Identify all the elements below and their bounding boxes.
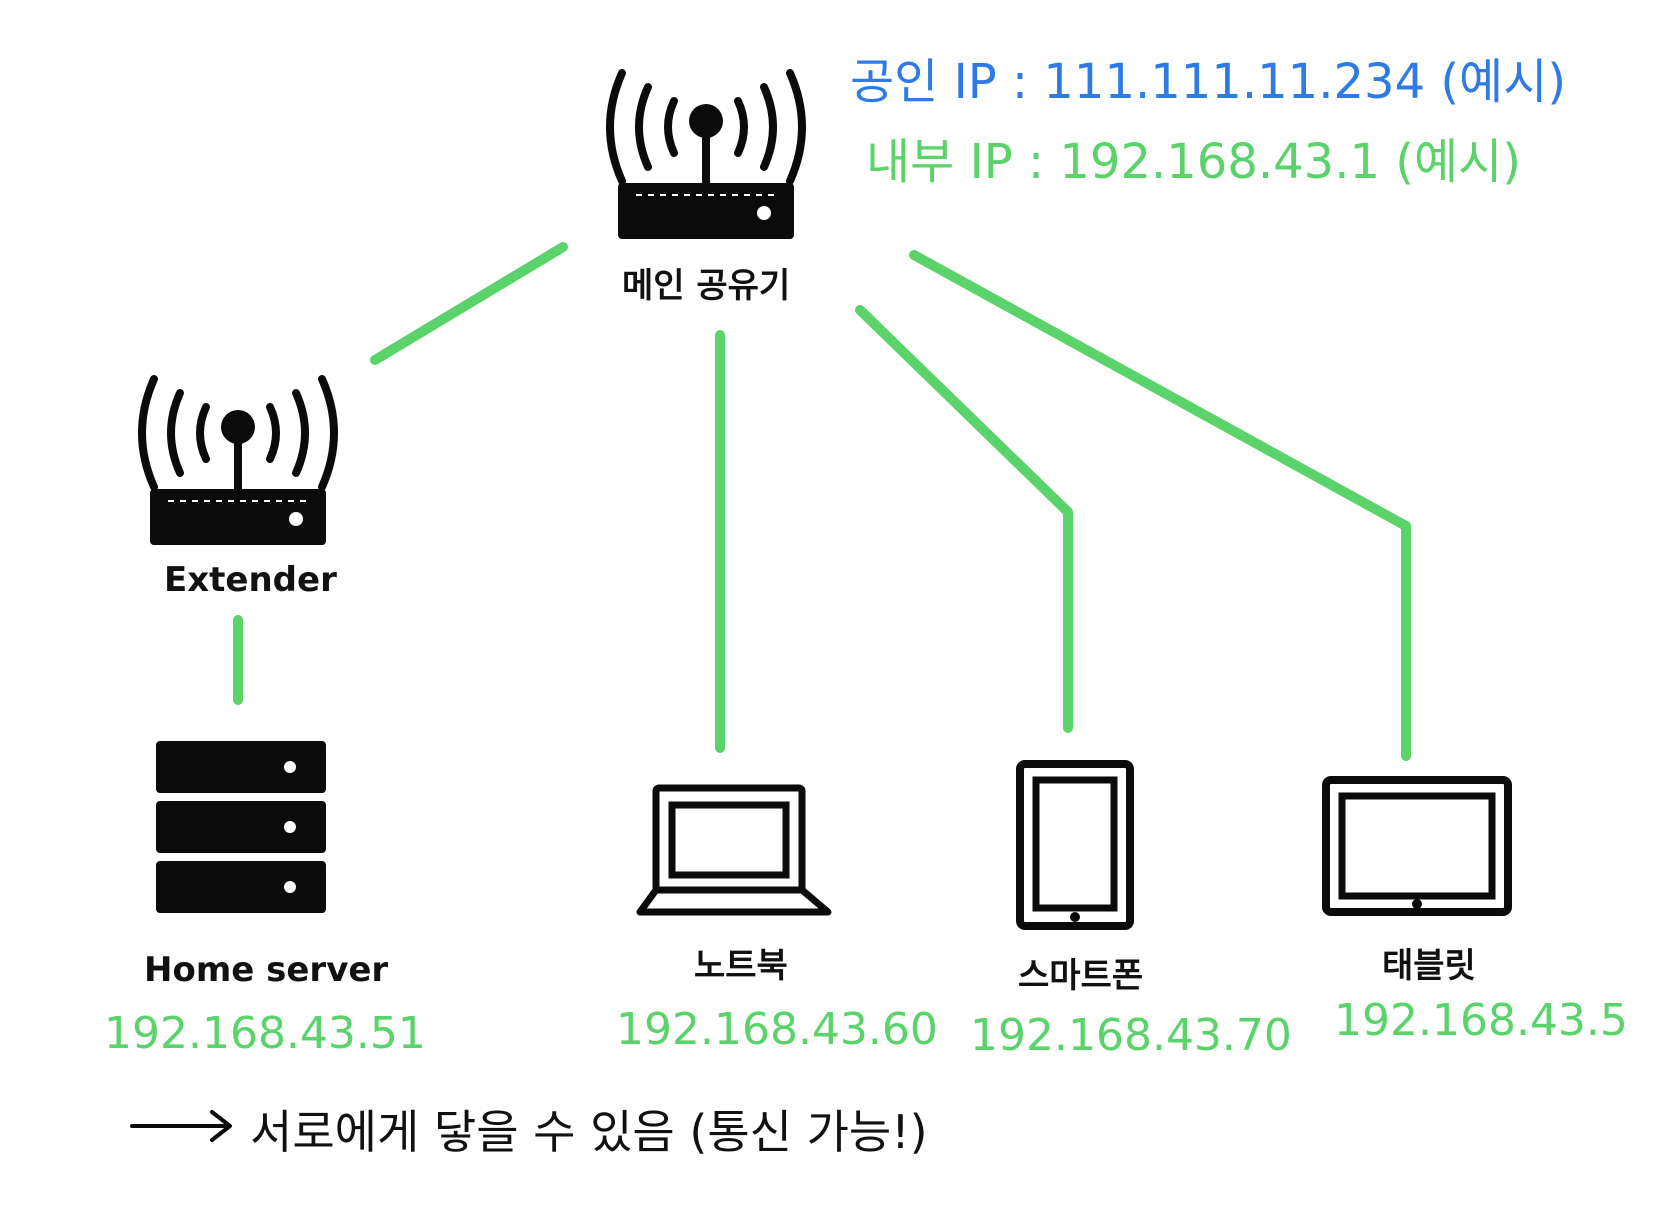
smartphone-icon	[1016, 760, 1134, 930]
public-ip-label: 공인 IP : 111.111.11.234 (예시)	[850, 54, 1567, 110]
home-server-ip: 192.168.43.51	[104, 1008, 426, 1059]
main-router-icon	[610, 73, 802, 239]
tablet-icon	[1322, 776, 1512, 916]
main-router-label: 메인 공유기	[622, 266, 791, 306]
smartphone-ip: 192.168.43.70	[970, 1010, 1292, 1061]
tablet-label: 태블릿	[1382, 946, 1476, 986]
extender-label: Extender	[164, 560, 337, 600]
link-router-extender	[370, 242, 568, 365]
link-router-smartphone	[855, 305, 1073, 733]
server-rack-icon	[156, 741, 326, 913]
laptop-icon	[636, 784, 832, 916]
home-server-label: Home server	[144, 950, 389, 990]
smartphone-label: 스마트폰	[1018, 956, 1144, 996]
right-arrow-icon	[130, 1110, 232, 1142]
private-ip-label: 내부 IP : 192.168.43.1 (예시)	[866, 134, 1522, 190]
link-router-tablet	[909, 250, 1411, 761]
footer-note: 서로에게 닿을 수 있음 (통신 가능!)	[250, 1105, 928, 1159]
notebook-ip: 192.168.43.60	[616, 1004, 938, 1055]
extender-router-icon	[142, 379, 334, 545]
connection-links	[233, 242, 1411, 761]
tablet-ip: 192.168.43.5	[1334, 995, 1628, 1046]
notebook-label: 노트북	[694, 946, 788, 986]
